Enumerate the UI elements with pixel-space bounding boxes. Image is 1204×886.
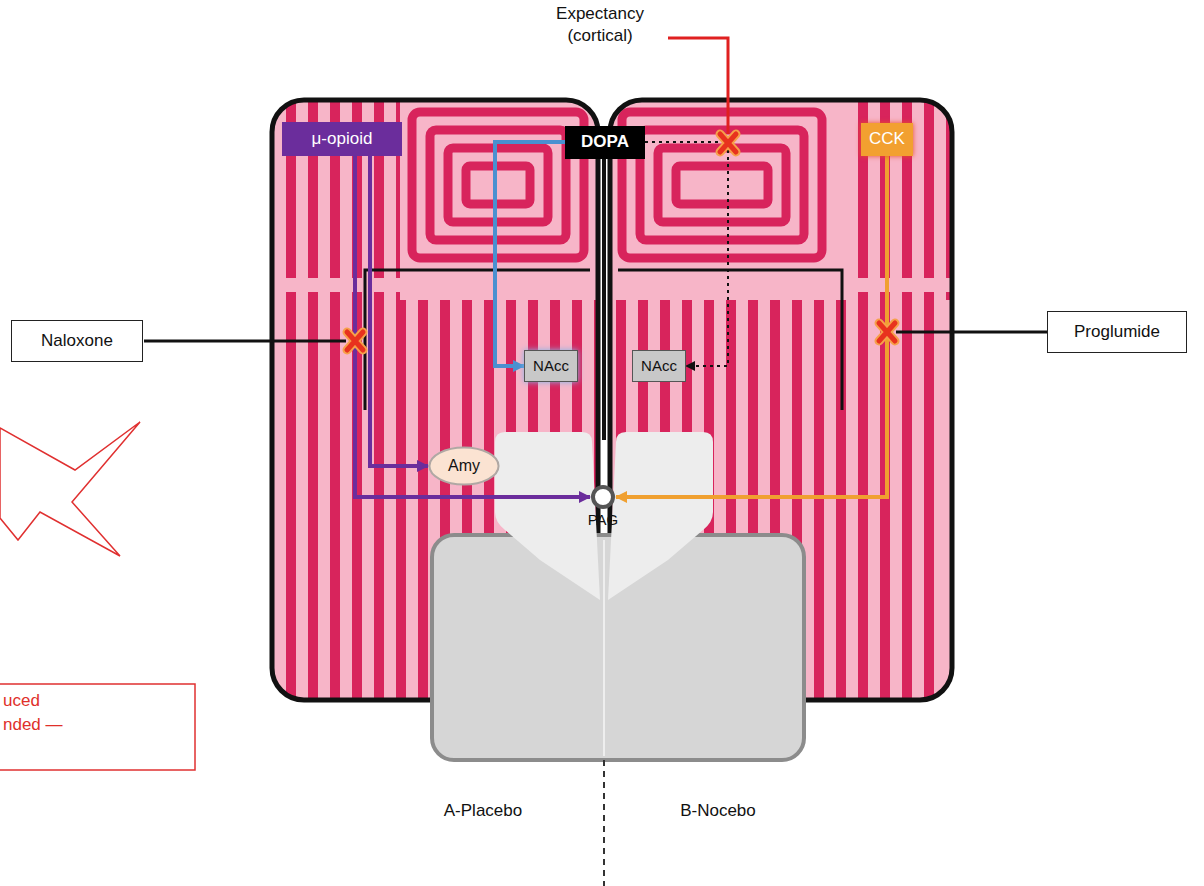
cross-glow	[347, 332, 363, 350]
expectancy-label: Expectancy (cortical)	[539, 3, 661, 47]
neurotransmitter-box: CCK	[861, 123, 913, 156]
fold-ring	[448, 148, 548, 222]
ellipse-shape	[429, 448, 498, 485]
sulcus-line	[618, 270, 842, 410]
fold-ring	[466, 166, 530, 204]
node-text: DOPA	[581, 132, 629, 152]
dopamine-pathway	[495, 142, 565, 366]
midline	[602, 158, 606, 440]
circle-outline	[589, 483, 617, 511]
fold-ring	[676, 166, 768, 204]
fold-ring	[430, 130, 566, 240]
sulcus-line	[365, 270, 590, 410]
cross-mark	[879, 323, 895, 341]
block-cross	[720, 134, 736, 152]
opioid-pathway	[355, 156, 590, 497]
note-text: uced nded —	[3, 689, 75, 737]
block-cross	[347, 332, 363, 350]
fold-gap	[272, 278, 598, 292]
cross-glow	[879, 323, 895, 341]
neurotransmitter-box: μ-opioid	[282, 122, 402, 156]
cross-mark	[720, 134, 736, 152]
drug-box: Naloxone	[11, 320, 143, 362]
node-text: NAcc	[533, 357, 569, 375]
node-text: Amy	[448, 456, 480, 475]
panel-label: B-Nocebo	[680, 800, 756, 822]
blocker-line	[896, 331, 1047, 334]
cross-glow	[720, 134, 736, 152]
node-text: Proglumide	[1074, 322, 1160, 342]
expectancy-line	[668, 38, 728, 134]
spinal-dashed-line	[603, 760, 605, 886]
panel-label: A-Placebo	[444, 800, 522, 822]
region-circle: PAG	[579, 483, 627, 531]
fold-ring	[658, 148, 786, 222]
midbrain-shape	[495, 432, 600, 600]
node-text: Naloxone	[41, 331, 113, 351]
node-text: CCK	[869, 129, 905, 149]
dopamine-pathway-dotted	[645, 142, 728, 366]
neurotransmitter-box: DOPA	[565, 126, 645, 159]
fold-stripes	[854, 100, 952, 300]
fold-ring	[640, 130, 804, 240]
fold-ring	[412, 112, 584, 258]
node-text: NAcc	[641, 357, 677, 375]
region-box: NAcc	[524, 350, 578, 382]
midbrain-shape	[608, 432, 713, 600]
node-text: PAG	[588, 511, 619, 529]
cross-mark	[347, 332, 363, 350]
brainstem-midline	[603, 540, 605, 756]
blocker-line	[144, 340, 346, 343]
opioid-pathway	[370, 156, 428, 466]
cck-pathway	[616, 156, 887, 498]
fold-ring	[622, 112, 822, 258]
block-cross	[879, 323, 895, 341]
circle-shape	[593, 487, 613, 507]
region-ellipse: Amy	[428, 446, 500, 486]
node-text: μ-opioid	[312, 129, 373, 149]
region-box: NAcc	[632, 350, 686, 382]
note-box	[0, 684, 195, 770]
starburst-callout	[0, 422, 140, 556]
fold-gap	[610, 278, 952, 292]
drug-box: Proglumide	[1047, 311, 1187, 353]
